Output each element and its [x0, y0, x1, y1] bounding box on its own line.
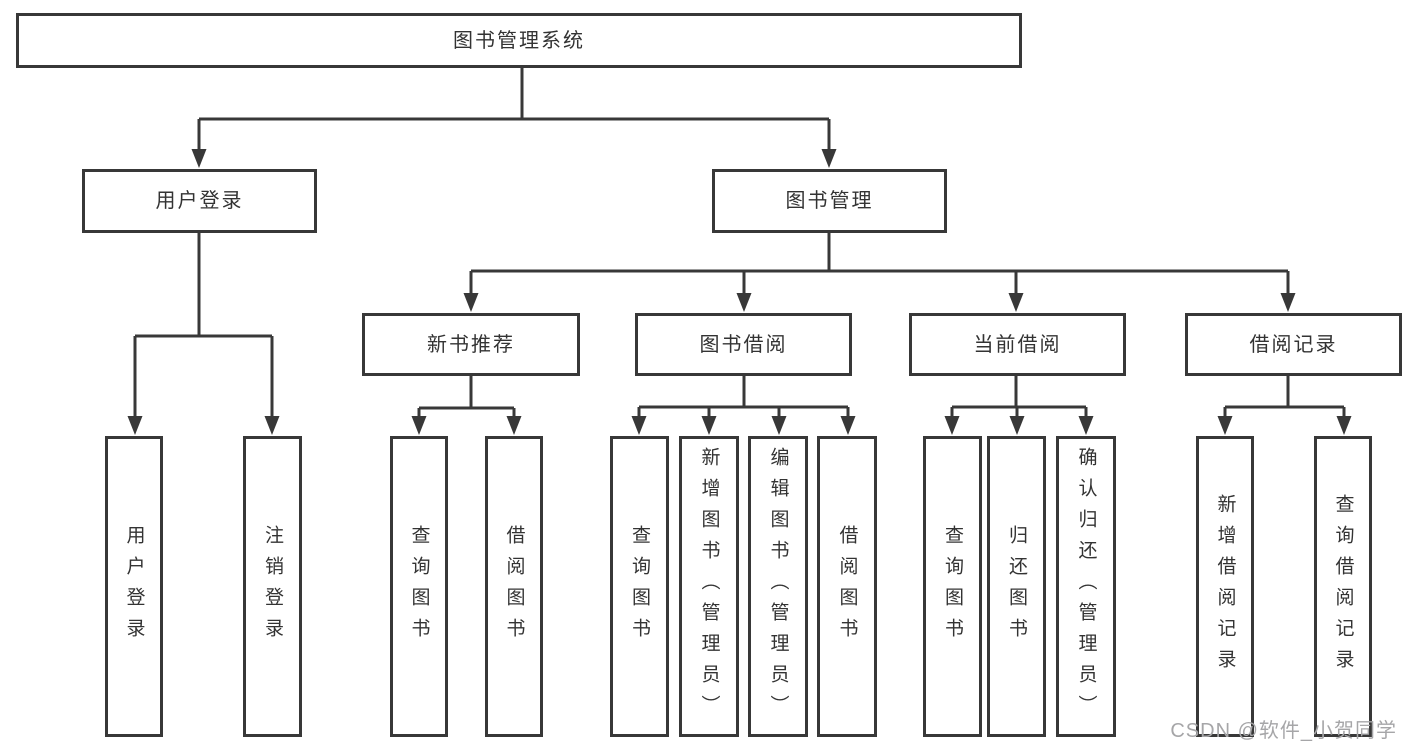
- leaf-confirm-return-admin: 确认归还（管理员）: [1056, 436, 1116, 737]
- node-new-book-recommendation: 新书推荐: [362, 313, 580, 376]
- node-book-borrowing: 图书借阅: [635, 313, 852, 376]
- node-current-borrowing: 当前借阅: [909, 313, 1126, 376]
- leaf-query-books-current: 查询图书: [923, 436, 982, 737]
- leaf-add-books-admin: 新增图书（管理员）: [679, 436, 739, 737]
- leaf-return-books: 归还图书: [987, 436, 1046, 737]
- leaf-logout: 注销登录: [243, 436, 302, 737]
- leaf-add-borrowing-record: 新增借阅记录: [1196, 436, 1254, 737]
- arrowhead-icons: [127, 149, 1352, 435]
- node-book-management-system: 图书管理系统: [16, 13, 1022, 68]
- leaf-query-books-recommendation: 查询图书: [390, 436, 448, 737]
- leaf-query-books-borrowing: 查询图书: [610, 436, 669, 737]
- leaf-borrow-books-borrowing: 借阅图书: [817, 436, 877, 737]
- leaf-user-login: 用户登录: [105, 436, 163, 737]
- node-book-management: 图书管理: [712, 169, 947, 233]
- leaf-query-borrowing-record: 查询借阅记录: [1314, 436, 1372, 737]
- leaf-borrow-books-recommendation: 借阅图书: [485, 436, 543, 737]
- leaf-edit-books-admin: 编辑图书（管理员）: [748, 436, 808, 737]
- connector-paths: [133, 68, 1346, 420]
- csdn-watermark: CSDN @软件_小贺同学: [1170, 720, 1397, 742]
- node-user-login: 用户登录: [82, 169, 317, 233]
- node-borrowing-records: 借阅记录: [1185, 313, 1402, 376]
